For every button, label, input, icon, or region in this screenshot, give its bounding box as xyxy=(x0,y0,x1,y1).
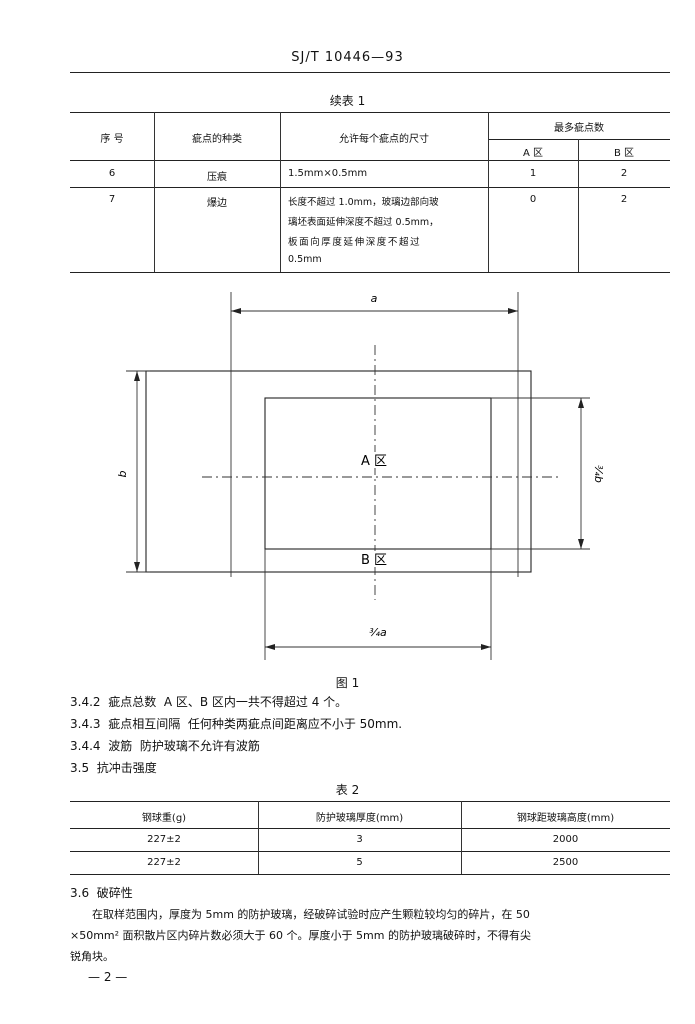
figure1-caption: 图 1 xyxy=(335,676,360,690)
table-cell-no: 6 xyxy=(108,168,116,179)
table-cell-size-line: 板面向厚度延伸深度不超过 xyxy=(288,237,422,248)
arrow-head xyxy=(578,398,584,408)
table2-top-rule xyxy=(70,801,670,802)
table-cell-size-line: 璃坯表面延伸深度不超过 0.5mm， xyxy=(288,217,439,228)
section-number: 3.4.2 xyxy=(70,695,101,709)
section-number: 3.6 xyxy=(70,886,90,900)
table1-header-no: 序 号 xyxy=(100,134,124,145)
table-cell-a: 1 xyxy=(529,168,537,179)
outer-glass-rect xyxy=(145,370,532,573)
section-title: 波筋 xyxy=(108,739,133,753)
section-3-4-4: 3.4.4 波筋 防护玻璃不允许有波筋 xyxy=(70,737,260,754)
table-cell-thickness: 5 xyxy=(356,857,363,868)
section-3-6: 3.6 破碎性 xyxy=(70,884,133,901)
table-cell-height: 2500 xyxy=(552,857,579,868)
table1-col-divider xyxy=(280,112,281,272)
zone-b-label: B 区 xyxy=(361,553,387,568)
table-cell-height: 2000 xyxy=(552,834,579,845)
figure1-diagram: a b ¾b ¾a A 区 B 区 xyxy=(116,292,605,660)
zone-a-label-bg xyxy=(350,452,398,468)
table1-header-max: 最多疵点数 xyxy=(554,123,604,134)
table1-top-rule xyxy=(70,112,670,113)
standard-number: SJ/T 10446—93 xyxy=(291,50,404,65)
paragraph-line: 锐角块。 xyxy=(70,950,114,963)
section-title: 疵点相互间隔 xyxy=(108,717,181,731)
table2-header-height: 钢球距玻璃高度(mm) xyxy=(516,813,615,824)
table-cell-thickness: 3 xyxy=(356,834,363,845)
header-rule xyxy=(70,72,670,73)
arrow-head xyxy=(578,539,584,549)
table2-col-divider xyxy=(461,801,462,874)
table1-header-rule xyxy=(70,160,670,161)
dim-label-b: b xyxy=(116,470,129,477)
section-3-5: 3.5 抗冲击强度 xyxy=(70,759,157,776)
table1-sub-rule xyxy=(488,139,670,140)
zone-a-rect xyxy=(264,397,492,550)
arrow-head xyxy=(508,308,518,314)
table1-col-divider xyxy=(154,112,155,272)
table2-row-rule xyxy=(70,851,670,852)
table-cell-b: 2 xyxy=(620,168,628,179)
section-title: 抗冲击强度 xyxy=(96,761,157,775)
section-text: A 区、B 区内一共不得超过 4 个。 xyxy=(163,695,348,709)
arrow-head xyxy=(134,562,140,572)
zone-a-label: A 区 xyxy=(361,454,387,469)
table1-header-a: A 区 xyxy=(522,148,544,159)
table2-header-rule xyxy=(70,828,670,829)
table1-col-divider xyxy=(578,139,579,272)
section-title: 破碎性 xyxy=(96,886,133,900)
table1-row-rule xyxy=(70,187,670,188)
arrow-head xyxy=(481,644,491,650)
table-cell-size-line: 0.5mm xyxy=(288,254,322,265)
arrow-head xyxy=(231,308,241,314)
section-title: 疵点总数 xyxy=(108,695,157,709)
table2-col-divider xyxy=(258,801,259,874)
table-cell-size: 1.5mm×0.5mm xyxy=(288,168,368,179)
table1-col-divider xyxy=(488,112,489,272)
dim-label-34b: ¾b xyxy=(592,465,605,483)
zone-b-label-bg xyxy=(350,551,398,567)
page-number: — 2 — xyxy=(88,970,128,984)
table1-header-size: 允许每个疵点的尺寸 xyxy=(339,134,429,145)
table-cell-type: 压痕 xyxy=(207,172,227,183)
paragraph-line: ×50mm² 面积散片区内碎片数必须大于 60 个。厚度小于 5mm 的防护玻璃… xyxy=(70,929,531,942)
table2-caption: 表 2 xyxy=(335,783,360,797)
table-cell-b: 2 xyxy=(620,194,628,205)
table-cell-no: 7 xyxy=(108,194,116,205)
table1-caption: 续表 1 xyxy=(329,94,366,108)
section-number: 3.5 xyxy=(70,761,90,775)
table1-bottom-rule xyxy=(70,272,670,273)
section-number: 3.4.3 xyxy=(70,717,101,731)
table1-header-type: 疵点的种类 xyxy=(192,134,242,145)
table-cell-size-line: 长度不超过 1.0mm，玻璃边部向玻 xyxy=(288,197,439,208)
arrow-head xyxy=(265,644,275,650)
section-number: 3.4.4 xyxy=(70,739,101,753)
table2-header-weight: 钢球重(g) xyxy=(141,813,187,824)
table2-header-thickness: 防护玻璃厚度(mm) xyxy=(315,813,404,824)
dim-label-34a: ¾a xyxy=(369,626,387,639)
table-cell-weight: 227±2 xyxy=(147,857,181,868)
table1-header-b: B 区 xyxy=(613,148,635,159)
paragraph-line: 在取样范围内，厚度为 5mm 的防护玻璃，经破碎试验时应产生颗粒较均匀的碎片，在… xyxy=(92,908,530,921)
section-text: 任何种类两疵点间距离应不小于 50mm. xyxy=(187,717,403,731)
table-cell-weight: 227±2 xyxy=(147,834,181,845)
section-3-4-2: 3.4.2 疵点总数 A 区、B 区内一共不得超过 4 个。 xyxy=(70,693,347,710)
table-cell-type: 爆边 xyxy=(207,198,227,209)
arrow-head xyxy=(134,371,140,381)
dim-label-a: a xyxy=(371,292,378,305)
table2-bottom-rule xyxy=(70,874,670,875)
section-text: 防护玻璃不允许有波筋 xyxy=(139,739,260,753)
table-cell-a: 0 xyxy=(529,194,537,205)
section-3-4-3: 3.4.3 疵点相互间隔 任何种类两疵点间距离应不小于 50mm. xyxy=(70,715,402,732)
